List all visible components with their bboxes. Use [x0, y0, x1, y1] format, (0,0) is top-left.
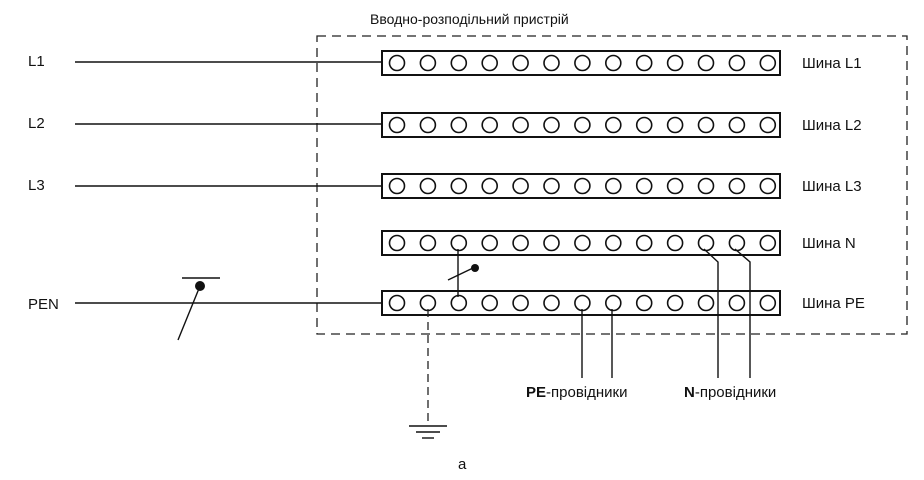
- terminal-l3-4: [481, 177, 499, 195]
- terminal-pe-9: [635, 294, 653, 312]
- terminal-l2-8: [604, 116, 622, 134]
- terminal-l2-10: [666, 116, 684, 134]
- input-label-l3: L3: [28, 177, 45, 194]
- terminal-n-5: [512, 234, 529, 252]
- ground-icon: [409, 425, 447, 439]
- n-conductor-2: [734, 248, 751, 378]
- terminal-n-13: [759, 234, 777, 252]
- input-label-l2: L2: [28, 115, 45, 132]
- terminal-l1-5: [512, 54, 529, 72]
- terminal-l1-4: [481, 54, 499, 72]
- terminal-l2-11: [697, 116, 715, 134]
- terminal-l1-8: [604, 54, 622, 72]
- terminal-l1-10: [666, 54, 684, 72]
- terminal-pe-12: [728, 294, 746, 312]
- terminal-pe-2: [419, 294, 437, 312]
- terminal-l1-11: [697, 54, 715, 72]
- terminal-n-3: [450, 234, 468, 252]
- device-enclosure: [316, 35, 908, 335]
- terminal-l2-2: [419, 116, 437, 134]
- jumper-switch-dot: [471, 264, 479, 272]
- terminal-pe-10: [666, 294, 684, 312]
- terminal-l3-5: [512, 177, 529, 195]
- bus-label-pe: Шина PE: [802, 295, 865, 312]
- terminal-l3-3: [450, 177, 468, 195]
- switch-blade: [177, 285, 201, 341]
- terminal-pe-7: [574, 294, 591, 312]
- n-conductors-label: N-провідники: [684, 384, 776, 401]
- terminal-l3-1: [388, 177, 406, 195]
- terminal-l3-2: [419, 177, 437, 195]
- terminal-n-2: [419, 234, 437, 252]
- terminal-l1-7: [574, 54, 591, 72]
- bus-label-l1: Шина L1: [802, 55, 862, 72]
- terminal-l2-4: [481, 116, 499, 134]
- bus-terminals: [388, 54, 777, 312]
- terminal-n-8: [604, 234, 622, 252]
- terminal-l2-5: [512, 116, 529, 134]
- terminal-pe-3: [450, 294, 468, 312]
- terminal-l1-13: [759, 54, 777, 72]
- terminal-pe-8: [604, 294, 622, 312]
- terminal-l1-9: [635, 54, 653, 72]
- terminal-n-1: [388, 234, 406, 252]
- figure-caption: а: [458, 456, 467, 473]
- terminal-l1-6: [543, 54, 560, 72]
- bus-label-n: Шина N: [802, 235, 856, 252]
- n-conductor-1: [703, 248, 719, 378]
- terminal-l1-1: [388, 54, 406, 72]
- device-title: Вводно-розподільний пристрій: [370, 11, 569, 27]
- terminal-l3-13: [759, 177, 777, 195]
- terminal-pe-4: [481, 294, 499, 312]
- terminal-l3-8: [604, 177, 622, 195]
- input-label-pen: PEN: [28, 296, 59, 313]
- terminal-n-6: [543, 234, 560, 252]
- bus-label-l2: Шина L2: [802, 117, 862, 134]
- terminal-n-11: [697, 234, 715, 252]
- terminal-l3-11: [697, 177, 715, 195]
- terminal-pe-13: [759, 294, 777, 312]
- terminal-l3-6: [543, 177, 560, 195]
- terminal-l2-3: [450, 116, 468, 134]
- terminal-l3-7: [574, 177, 591, 195]
- terminal-n-12: [728, 234, 746, 252]
- pe-conductors-label: PE-провідники: [526, 384, 627, 401]
- input-label-l1: L1: [28, 53, 45, 70]
- terminal-l3-9: [635, 177, 653, 195]
- terminal-n-4: [481, 234, 499, 252]
- terminal-pe-5: [512, 294, 529, 312]
- bus-label-l3: Шина L3: [802, 178, 862, 195]
- terminal-n-10: [666, 234, 684, 252]
- terminal-pe-1: [388, 294, 406, 312]
- terminal-l2-1: [388, 116, 406, 134]
- jumper-switch-blade: [447, 267, 474, 281]
- terminal-n-9: [635, 234, 653, 252]
- terminal-l1-12: [728, 54, 746, 72]
- terminal-l1-3: [450, 54, 468, 72]
- terminal-l2-6: [543, 116, 560, 134]
- terminal-pe-11: [697, 294, 715, 312]
- terminal-l2-12: [728, 116, 746, 134]
- terminal-pe-6: [543, 294, 560, 312]
- terminal-l2-13: [759, 116, 777, 134]
- terminal-l3-10: [666, 177, 684, 195]
- terminal-l2-9: [635, 116, 653, 134]
- terminal-l2-7: [574, 116, 591, 134]
- terminal-l3-12: [728, 177, 746, 195]
- terminal-n-7: [574, 234, 591, 252]
- terminal-l1-2: [419, 54, 437, 72]
